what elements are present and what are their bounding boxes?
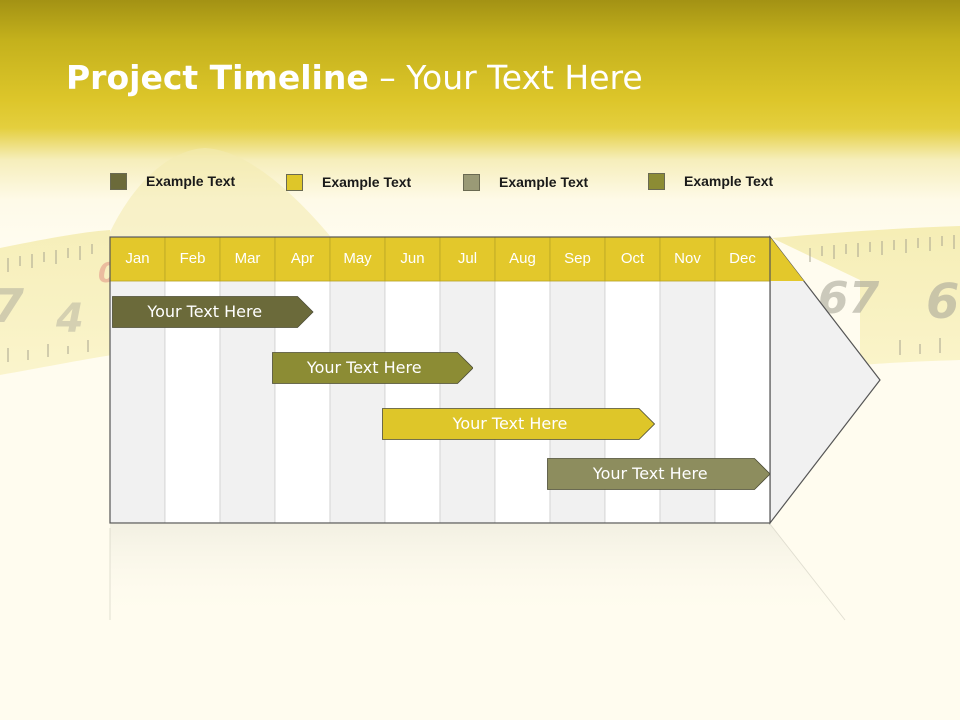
month-column-jun [384, 280, 441, 524]
task-arrow-shape-3 [381, 408, 655, 440]
legend-item-4: Example Text [648, 171, 773, 191]
legend-swatch-2 [286, 173, 303, 191]
task-bar-3[interactable]: Your Text Here [381, 408, 655, 440]
month-header-cell-mar [219, 236, 276, 282]
month-label-apr: Apr [290, 250, 315, 267]
task-label-3: Your Text Here [452, 414, 568, 433]
month-label-aug: Aug [509, 250, 536, 267]
header-arrow-strip [770, 237, 804, 281]
task-bar-1[interactable]: Your Text Here [112, 296, 314, 328]
month-header-cell-apr [274, 236, 331, 282]
month-label-may: May [343, 250, 372, 267]
legend-label-1: Example Text [146, 173, 236, 189]
legend-swatch-3 [463, 173, 480, 191]
title-strong: Project Timeline [66, 58, 369, 97]
month-label-feb: Feb [179, 250, 206, 267]
month-label-jan: Jan [125, 250, 150, 267]
month-label-oct: Oct [620, 250, 645, 267]
month-header-cell-dec [714, 236, 771, 282]
tape-number-7: 7 [0, 279, 24, 333]
month-label-nov: Nov [674, 250, 701, 267]
task-arrow-shape-1 [112, 296, 314, 328]
month-column-jul [439, 280, 496, 524]
month-column-aug [494, 280, 551, 524]
legend-item-3: Example Text [463, 172, 588, 192]
legend-label-3: Example Text [499, 174, 589, 190]
month-label-sep: Sep [564, 250, 591, 267]
task-label-1: Your Text Here [147, 302, 263, 321]
legend-item-1: Example Text [110, 171, 235, 191]
title-rest: – Your Text Here [368, 58, 643, 97]
page-title: Project Timeline – Your Text Here [66, 58, 643, 97]
task-bar-4[interactable]: Your Text Here [546, 458, 770, 490]
month-column-may [329, 280, 386, 524]
tape-number-4: 4 [55, 296, 84, 342]
month-label-jul: Jul [457, 250, 478, 267]
task-label-2: Your Text Here [306, 358, 422, 377]
month-label-mar: Mar [234, 250, 261, 267]
task-arrow-shape-4 [546, 458, 770, 490]
legend-swatch-4 [648, 172, 665, 190]
tape-number-6: 6 [926, 274, 959, 330]
task-label-4: Your Text Here [592, 464, 708, 483]
month-label-jun: Jun [400, 250, 425, 267]
month-header-cell-jan [109, 236, 166, 282]
timeline-reflection [110, 524, 845, 620]
legend-label-4: Example Text [684, 173, 774, 189]
month-header-cell-jun [384, 236, 441, 282]
legend-item-2: Example Text [286, 172, 411, 192]
month-header-cell-jul [439, 236, 496, 282]
month-header-cell-oct [604, 236, 661, 282]
task-bar-2[interactable]: Your Text Here [271, 352, 473, 384]
month-header-cell-may [329, 236, 386, 282]
task-arrow-shape-2 [271, 352, 473, 384]
month-label-dec: Dec [729, 250, 756, 267]
legend-swatch-1 [110, 172, 127, 190]
legend-label-2: Example Text [322, 174, 412, 190]
